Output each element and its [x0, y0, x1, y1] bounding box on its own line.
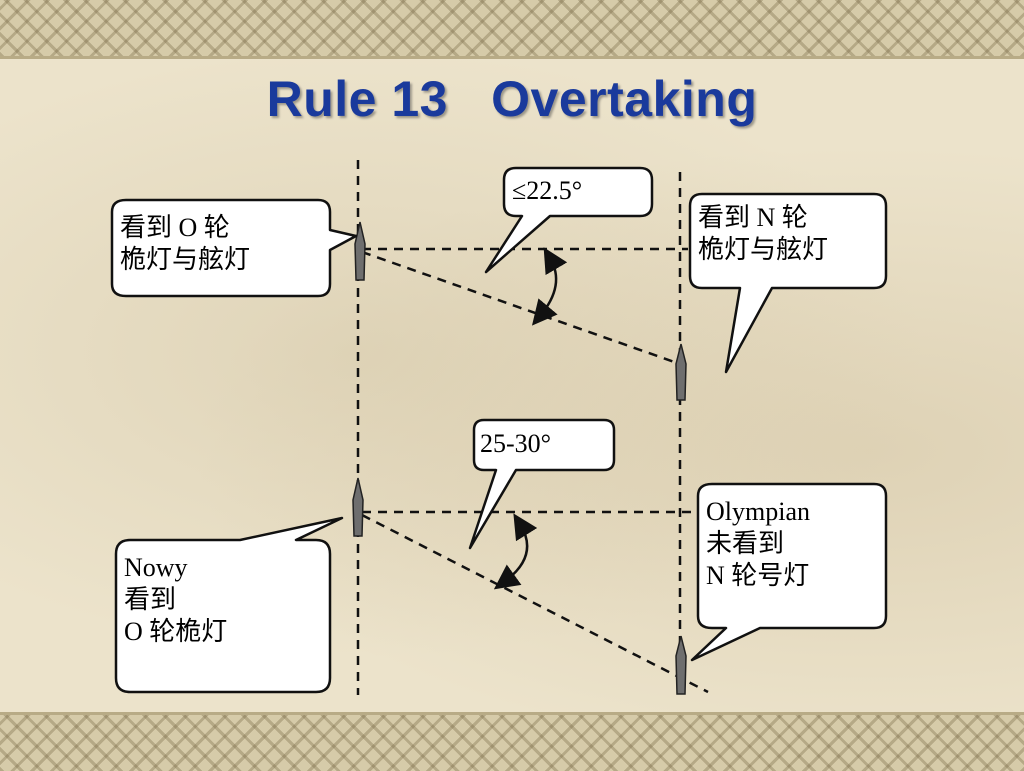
top-angle-arc: [531, 247, 568, 326]
bottom-angle-label: 25-30°: [480, 429, 552, 458]
bottom-left-callout-bubble: [114, 516, 344, 694]
top-angle-label: ≤22.5°: [512, 176, 583, 205]
top-left-callout-text: 看到 O 轮 桅灯与舷灯: [120, 212, 250, 276]
bottom-angle-callout-bubble: [468, 418, 616, 550]
top-bearing-line: [361, 250, 681, 366]
bottom-right-callout-bubble: [690, 482, 888, 662]
ship-n-top-icon: [675, 343, 687, 401]
top-right-callout-bubble: [688, 192, 888, 374]
slide-title: Rule 13 Overtaking: [266, 71, 758, 127]
callout-line: Olympian: [706, 497, 810, 526]
callout-line: Nowy: [124, 553, 188, 582]
top-angle-callout-bubble: [484, 166, 654, 274]
callout-line: 看到: [124, 585, 177, 614]
ship-nowy-icon: [352, 477, 364, 537]
callout-line: 看到 O 轮: [120, 213, 230, 242]
top-left-callout-bubble: [110, 198, 358, 298]
callout-line: 桅灯与舷灯: [120, 245, 251, 274]
decorative-border-bottom: [0, 712, 1024, 771]
callout-line: N 轮号灯: [706, 561, 810, 590]
callout-line: 桅灯与舷灯: [698, 235, 829, 264]
ship-o-top-icon: [354, 221, 366, 281]
bottom-angle-arc: [493, 513, 538, 590]
callout-line: 看到 N 轮: [698, 203, 808, 232]
bottom-right-callout-text: Olympian 未看到 N 轮号灯: [706, 496, 810, 592]
ship-olympian-icon: [675, 635, 687, 695]
decorative-border-top: [0, 0, 1024, 59]
callout-line: O 轮桅灯: [124, 617, 228, 646]
top-right-callout-text: 看到 N 轮 桅灯与舷灯: [698, 202, 828, 266]
bottom-bearing-line: [361, 513, 709, 694]
bottom-left-callout-text: Nowy 看到 O 轮桅灯: [124, 552, 227, 648]
callout-line: 未看到: [706, 529, 785, 558]
